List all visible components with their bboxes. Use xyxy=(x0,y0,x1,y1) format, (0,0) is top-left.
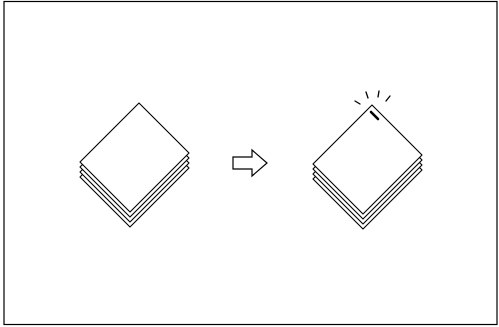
staple-illustration xyxy=(0,0,499,327)
illustration-canvas xyxy=(0,0,499,327)
